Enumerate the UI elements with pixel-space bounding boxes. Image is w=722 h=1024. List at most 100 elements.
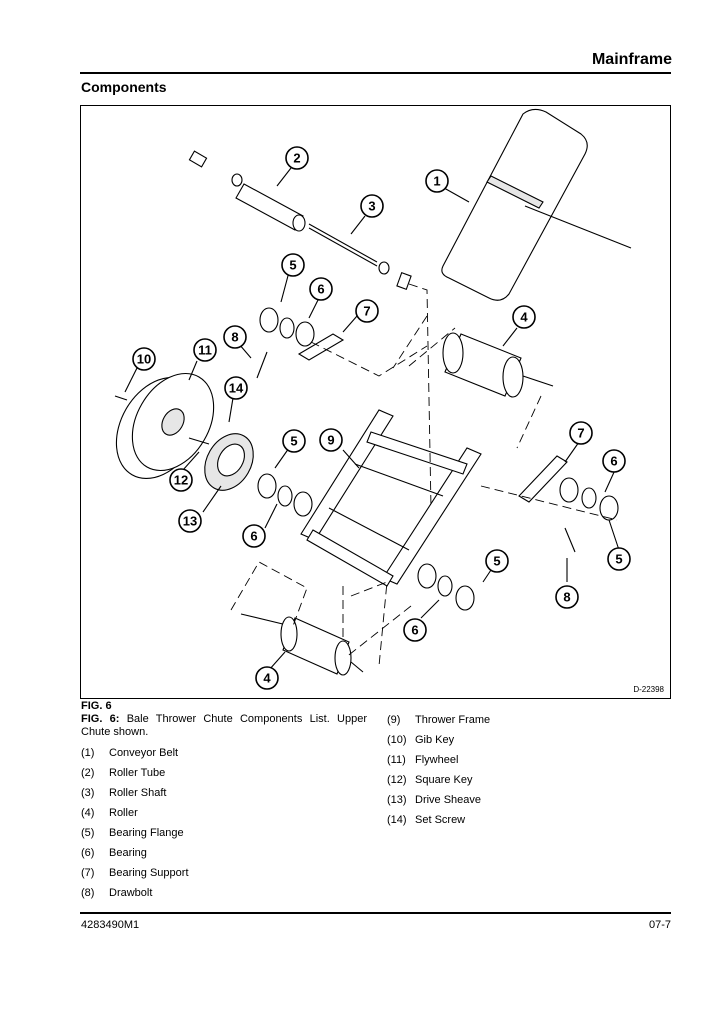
parts-list-item: (1) Conveyor Belt	[81, 747, 189, 767]
parts-list-item: (9) Thrower Frame	[387, 714, 490, 734]
conveyor-belt-drawing	[441, 108, 632, 301]
callout-12: 12	[169, 468, 193, 492]
callout-6-c: 6	[602, 449, 626, 473]
callout-8-a: 8	[223, 325, 247, 349]
parts-list-right: (9) Thrower Frame (10)Gib Key (11) Flywhee…	[387, 714, 490, 834]
part-name: Bearing Support	[109, 867, 189, 879]
figure-label: FIG. 6	[81, 700, 112, 712]
part-name: Roller Shaft	[109, 787, 167, 799]
part-name: Drive Sheave	[415, 794, 482, 806]
figure-caption: FIG. 6: Bale Thrower Chute Components Li…	[81, 713, 367, 739]
part-number: (14)	[387, 814, 407, 826]
callout-14: 14	[224, 376, 248, 400]
part-number: (6)	[81, 847, 95, 859]
part-name: Set Screw	[415, 814, 466, 826]
caption-prefix: FIG. 6:	[81, 713, 120, 725]
assembly-lines	[230, 283, 618, 667]
callout-10: 10	[132, 347, 156, 371]
callout-4-lower: 4	[255, 666, 279, 690]
page-number: 07-7	[648, 919, 671, 931]
callout-7-b: 7	[569, 421, 593, 445]
callout-3: 3	[360, 194, 384, 218]
callout-6-d: 6	[403, 618, 427, 642]
section-title: Mainframe	[591, 51, 672, 68]
part-name: Flywheel	[415, 754, 459, 766]
part-number: (12)	[387, 774, 407, 786]
drive-sheave-drawing	[204, 433, 254, 491]
svg-text:8: 8	[231, 330, 238, 345]
drawing-id: D-22398	[633, 685, 664, 694]
roller-upper-drawing	[442, 332, 554, 398]
svg-text:8: 8	[563, 590, 570, 605]
callout-5-a: 5	[281, 253, 305, 277]
svg-text:7: 7	[363, 304, 370, 319]
parts-list-item: (6) Bearing	[81, 847, 189, 867]
callout-1: 1	[425, 169, 449, 193]
part-number: (4)	[81, 807, 95, 819]
thrower-frame-drawing	[300, 409, 482, 587]
svg-text:14: 14	[229, 381, 244, 396]
exploded-view-figure: 1 2 3 4 4 5 5 5 5 6 6 6 6 7 7 8 8 9 10 1…	[80, 105, 671, 699]
svg-text:1: 1	[433, 174, 440, 189]
callout-13: 13	[178, 509, 202, 533]
svg-text:9: 9	[327, 433, 334, 448]
part-number: (11)	[387, 754, 406, 766]
parts-list-item: (12) Square Key	[387, 774, 490, 794]
svg-text:6: 6	[250, 529, 257, 544]
parts-list-item: (11) Flywheel	[387, 754, 490, 774]
part-name: Roller	[109, 807, 138, 819]
part-name: Bearing	[109, 847, 147, 859]
part-number: (1)	[81, 747, 95, 759]
svg-text:4: 4	[520, 310, 528, 325]
svg-text:6: 6	[317, 282, 324, 297]
parts-list-item: (3) Roller Shaft	[81, 787, 189, 807]
bearing-supports-drawing	[297, 333, 568, 503]
header-rule	[80, 72, 671, 74]
part-number: (13)	[387, 794, 407, 806]
parts-list-item: (10)Gib Key	[387, 734, 490, 754]
svg-text:2: 2	[293, 151, 300, 166]
callout-9: 9	[319, 428, 343, 452]
svg-text:6: 6	[610, 454, 617, 469]
svg-text:3: 3	[368, 199, 375, 214]
parts-list-item: (8)Drawbolt	[81, 887, 189, 907]
parts-list-item: (13) Drive Sheave	[387, 794, 490, 814]
svg-text:12: 12	[174, 473, 188, 488]
svg-text:5: 5	[493, 554, 500, 569]
svg-text:13: 13	[183, 514, 197, 529]
callout-5-b: 5	[282, 429, 306, 453]
part-name: Bearing Flange	[109, 827, 184, 839]
part-name: Conveyor Belt	[109, 747, 179, 759]
callout-7-a: 7	[355, 299, 379, 323]
part-number: (5)	[81, 827, 95, 839]
callout-11: 11	[193, 338, 217, 362]
parts-list-item: (4) Roller	[81, 807, 189, 827]
callout-5-d: 5	[607, 547, 631, 571]
parts-list-item: (5) Bearing Flange	[81, 827, 189, 847]
svg-text:5: 5	[290, 434, 297, 449]
svg-text:11: 11	[198, 343, 212, 358]
part-number: (7)	[81, 867, 95, 879]
caption-text: Bale Thrower Chute Components List. Uppe…	[81, 713, 367, 738]
bearings-drawing	[257, 307, 619, 611]
drawbolts-drawing	[256, 351, 576, 553]
roller-tube-drawing	[188, 150, 412, 290]
part-number: (9)	[387, 714, 401, 726]
page-heading: Components	[81, 79, 167, 95]
footer-rule	[80, 912, 671, 914]
document-part-number: 4283490M1	[81, 919, 140, 931]
svg-text:4: 4	[263, 671, 271, 686]
svg-text:5: 5	[615, 552, 622, 567]
part-number: (3)	[81, 787, 95, 799]
part-name: Square Key	[415, 774, 473, 786]
part-number: (10)	[387, 734, 407, 746]
part-name: Thrower Frame	[415, 714, 491, 726]
callout-5-c: 5	[485, 549, 509, 573]
callout-4-upper: 4	[512, 305, 536, 329]
callout-8-b: 8	[555, 585, 579, 609]
parts-list-item: (7) Bearing Support	[81, 867, 189, 887]
exploded-view-drawing: 1 2 3 4 4 5 5 5 5 6 6 6 6 7 7 8 8 9 10 1…	[114, 108, 632, 690]
callout-6-a: 6	[309, 277, 333, 301]
part-name: Roller Tube	[109, 767, 166, 779]
parts-list-left: (1)Conveyor Belt (2)Roller Tube (3)Rolle…	[81, 747, 189, 907]
